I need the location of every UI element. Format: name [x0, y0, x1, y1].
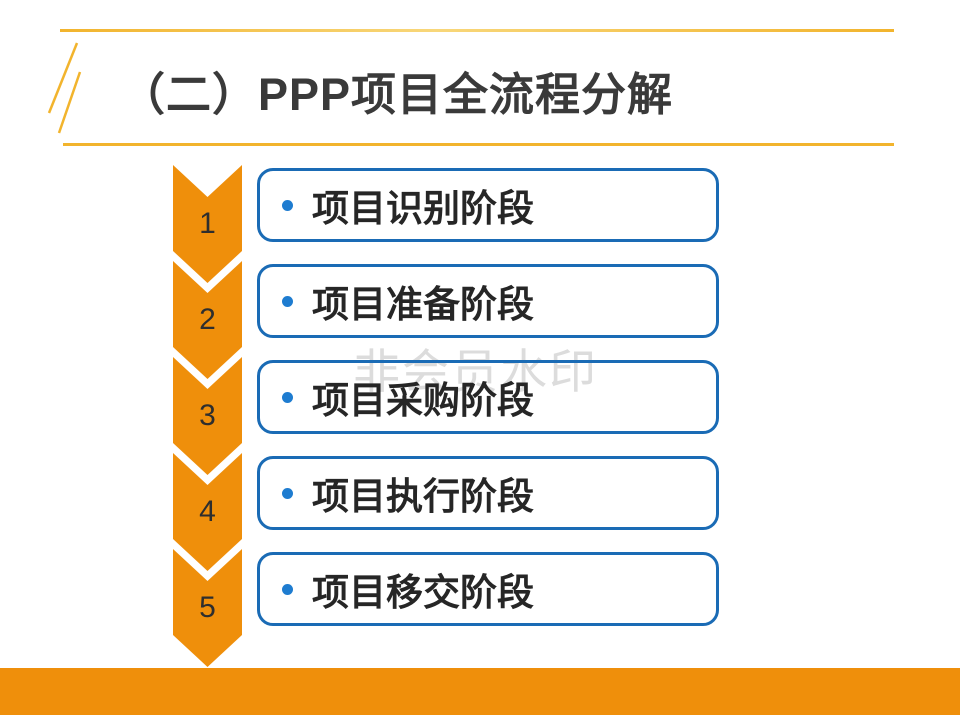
- stage-label: 项目执行阶段: [312, 476, 534, 517]
- chevron-arrow-icon: [173, 261, 242, 379]
- stage-box-identification: 项目识别阶段: [257, 168, 719, 242]
- step-number: 1: [199, 207, 216, 240]
- bullet-icon: [282, 583, 293, 595]
- title-underline: [63, 143, 894, 146]
- chevron-step-1: 1: [173, 165, 242, 283]
- stage-label: 项目识别阶段: [312, 188, 534, 229]
- bottom-accent-bar: [0, 668, 960, 715]
- bullet-icon: [282, 487, 293, 499]
- stage-label: 项目采购阶段: [312, 380, 534, 421]
- step-number: 4: [199, 495, 216, 528]
- chevron-step-4: 4: [173, 453, 242, 571]
- step-number: 3: [199, 399, 216, 432]
- top-accent-line: [60, 29, 894, 32]
- page-title: （二）PPP项目全流程分解: [120, 69, 674, 120]
- bullet-icon: [282, 295, 293, 307]
- step-number: 5: [199, 591, 216, 624]
- stage-label: 项目移交阶段: [312, 572, 534, 613]
- chevron-arrow-icon: [173, 453, 242, 571]
- stage-box-preparation: 项目准备阶段: [257, 264, 719, 338]
- step-number: 2: [199, 303, 216, 336]
- watermark-text: 非会员水印: [353, 345, 598, 398]
- stage-box-procurement: 项目采购阶段: [257, 360, 719, 434]
- chevron-arrow-icon: [173, 165, 242, 283]
- chevron-arrow-icon: [173, 357, 242, 475]
- chevron-step-2: 2: [173, 261, 242, 379]
- bullet-icon: [282, 199, 293, 211]
- chevron-arrow-icon: [173, 549, 242, 667]
- chevron-step-3: 3: [173, 357, 242, 475]
- stage-box-execution: 项目执行阶段: [257, 456, 719, 530]
- bullet-icon: [282, 391, 293, 403]
- stage-box-handover: 项目移交阶段: [257, 552, 719, 626]
- chevron-step-5: 5: [173, 549, 242, 667]
- stage-label: 项目准备阶段: [312, 284, 534, 325]
- diagonal-accent-lines: [47, 42, 82, 134]
